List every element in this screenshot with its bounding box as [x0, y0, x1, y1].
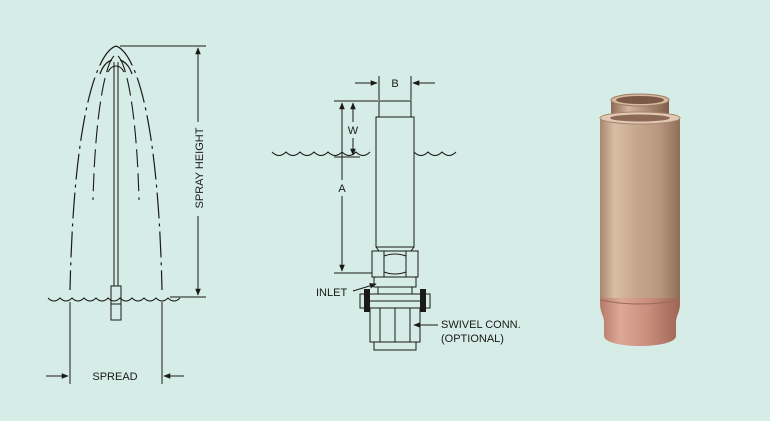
nozzle-product-image — [599, 93, 681, 346]
inlet-fitting — [373, 276, 417, 288]
hex-nut — [371, 250, 419, 278]
swivel-label-line1: SWIVEL CONN. — [441, 319, 521, 331]
b-label: B — [391, 78, 398, 90]
inlet-label: INLET — [316, 287, 347, 299]
nozzle-body — [375, 116, 415, 248]
nozzle-top-cap — [378, 100, 412, 118]
spray-arc-outer-left — [69, 45, 117, 291]
spray-diagram: SPRAY HEIGHT SPREAD — [46, 45, 206, 384]
a-label: A — [338, 183, 346, 195]
spray-arc-outer-right — [115, 45, 163, 291]
spray-arc-inner-left — [92, 55, 115, 201]
inlet-leader — [352, 283, 377, 292]
water-surface-center — [271, 151, 457, 156]
small-nozzle — [110, 285, 122, 321]
spray-top-curl-left — [99, 59, 113, 75]
spread-label: SPREAD — [92, 371, 137, 383]
outer-sleeve — [600, 118, 680, 300]
swivel-label-line2: (OPTIONAL) — [441, 333, 504, 345]
w-label: W — [348, 125, 359, 137]
spray-top-curl-right — [119, 59, 133, 75]
spray-top-curl-inner — [107, 65, 125, 73]
nozzle-diagram: B W A — [271, 76, 521, 351]
spray-height-label: SPRAY HEIGHT — [194, 127, 206, 208]
base-fitting — [600, 298, 680, 346]
spray-arc-inner-right — [117, 55, 140, 201]
water-surface-left — [47, 297, 181, 302]
